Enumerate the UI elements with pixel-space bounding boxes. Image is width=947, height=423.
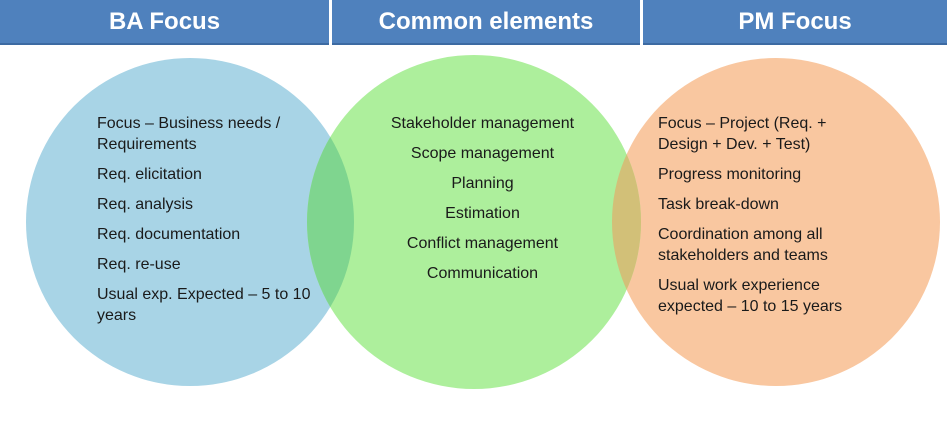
ba-item: Usual exp. Expected – 5 to 10 years (97, 286, 311, 324)
common-elements-header: Common elements (332, 0, 640, 45)
common-elements-list: Stakeholder management Scope management … (360, 113, 605, 293)
ba-focus-list: Focus – Business needs / Requirements Re… (97, 113, 312, 335)
ba-focus-header: BA Focus (0, 0, 329, 45)
pm-focus-header: PM Focus (643, 0, 947, 45)
ba-item: Req. analysis (97, 196, 194, 213)
common-item: Scope management (410, 145, 555, 162)
ba-circle (26, 58, 354, 386)
common-item: Stakeholder management (390, 115, 575, 132)
ba-item: Req. re-use (97, 256, 181, 273)
pm-item: Coordination among all stakeholders and … (658, 226, 828, 264)
ba-item: Focus – Business needs / Requirements (97, 115, 281, 153)
common-item: Conflict management (406, 235, 559, 252)
ba-item: Req. elicitation (97, 166, 202, 183)
common-item: Estimation (445, 205, 520, 222)
pm-circle (612, 58, 940, 386)
pm-item: Progress monitoring (658, 166, 802, 183)
pm-focus-list: Focus – Project (Req. + Design + Dev. + … (658, 113, 878, 326)
common-circle (307, 55, 641, 389)
pm-item: Usual work experience expected – 10 to 1… (658, 277, 843, 315)
ba-item: Req. documentation (97, 226, 241, 243)
common-item: Communication (426, 265, 539, 282)
pm-item: Focus – Project (Req. + Design + Dev. + … (658, 115, 827, 153)
pm-item: Task break-down (658, 196, 779, 213)
common-item: Planning (451, 175, 514, 192)
